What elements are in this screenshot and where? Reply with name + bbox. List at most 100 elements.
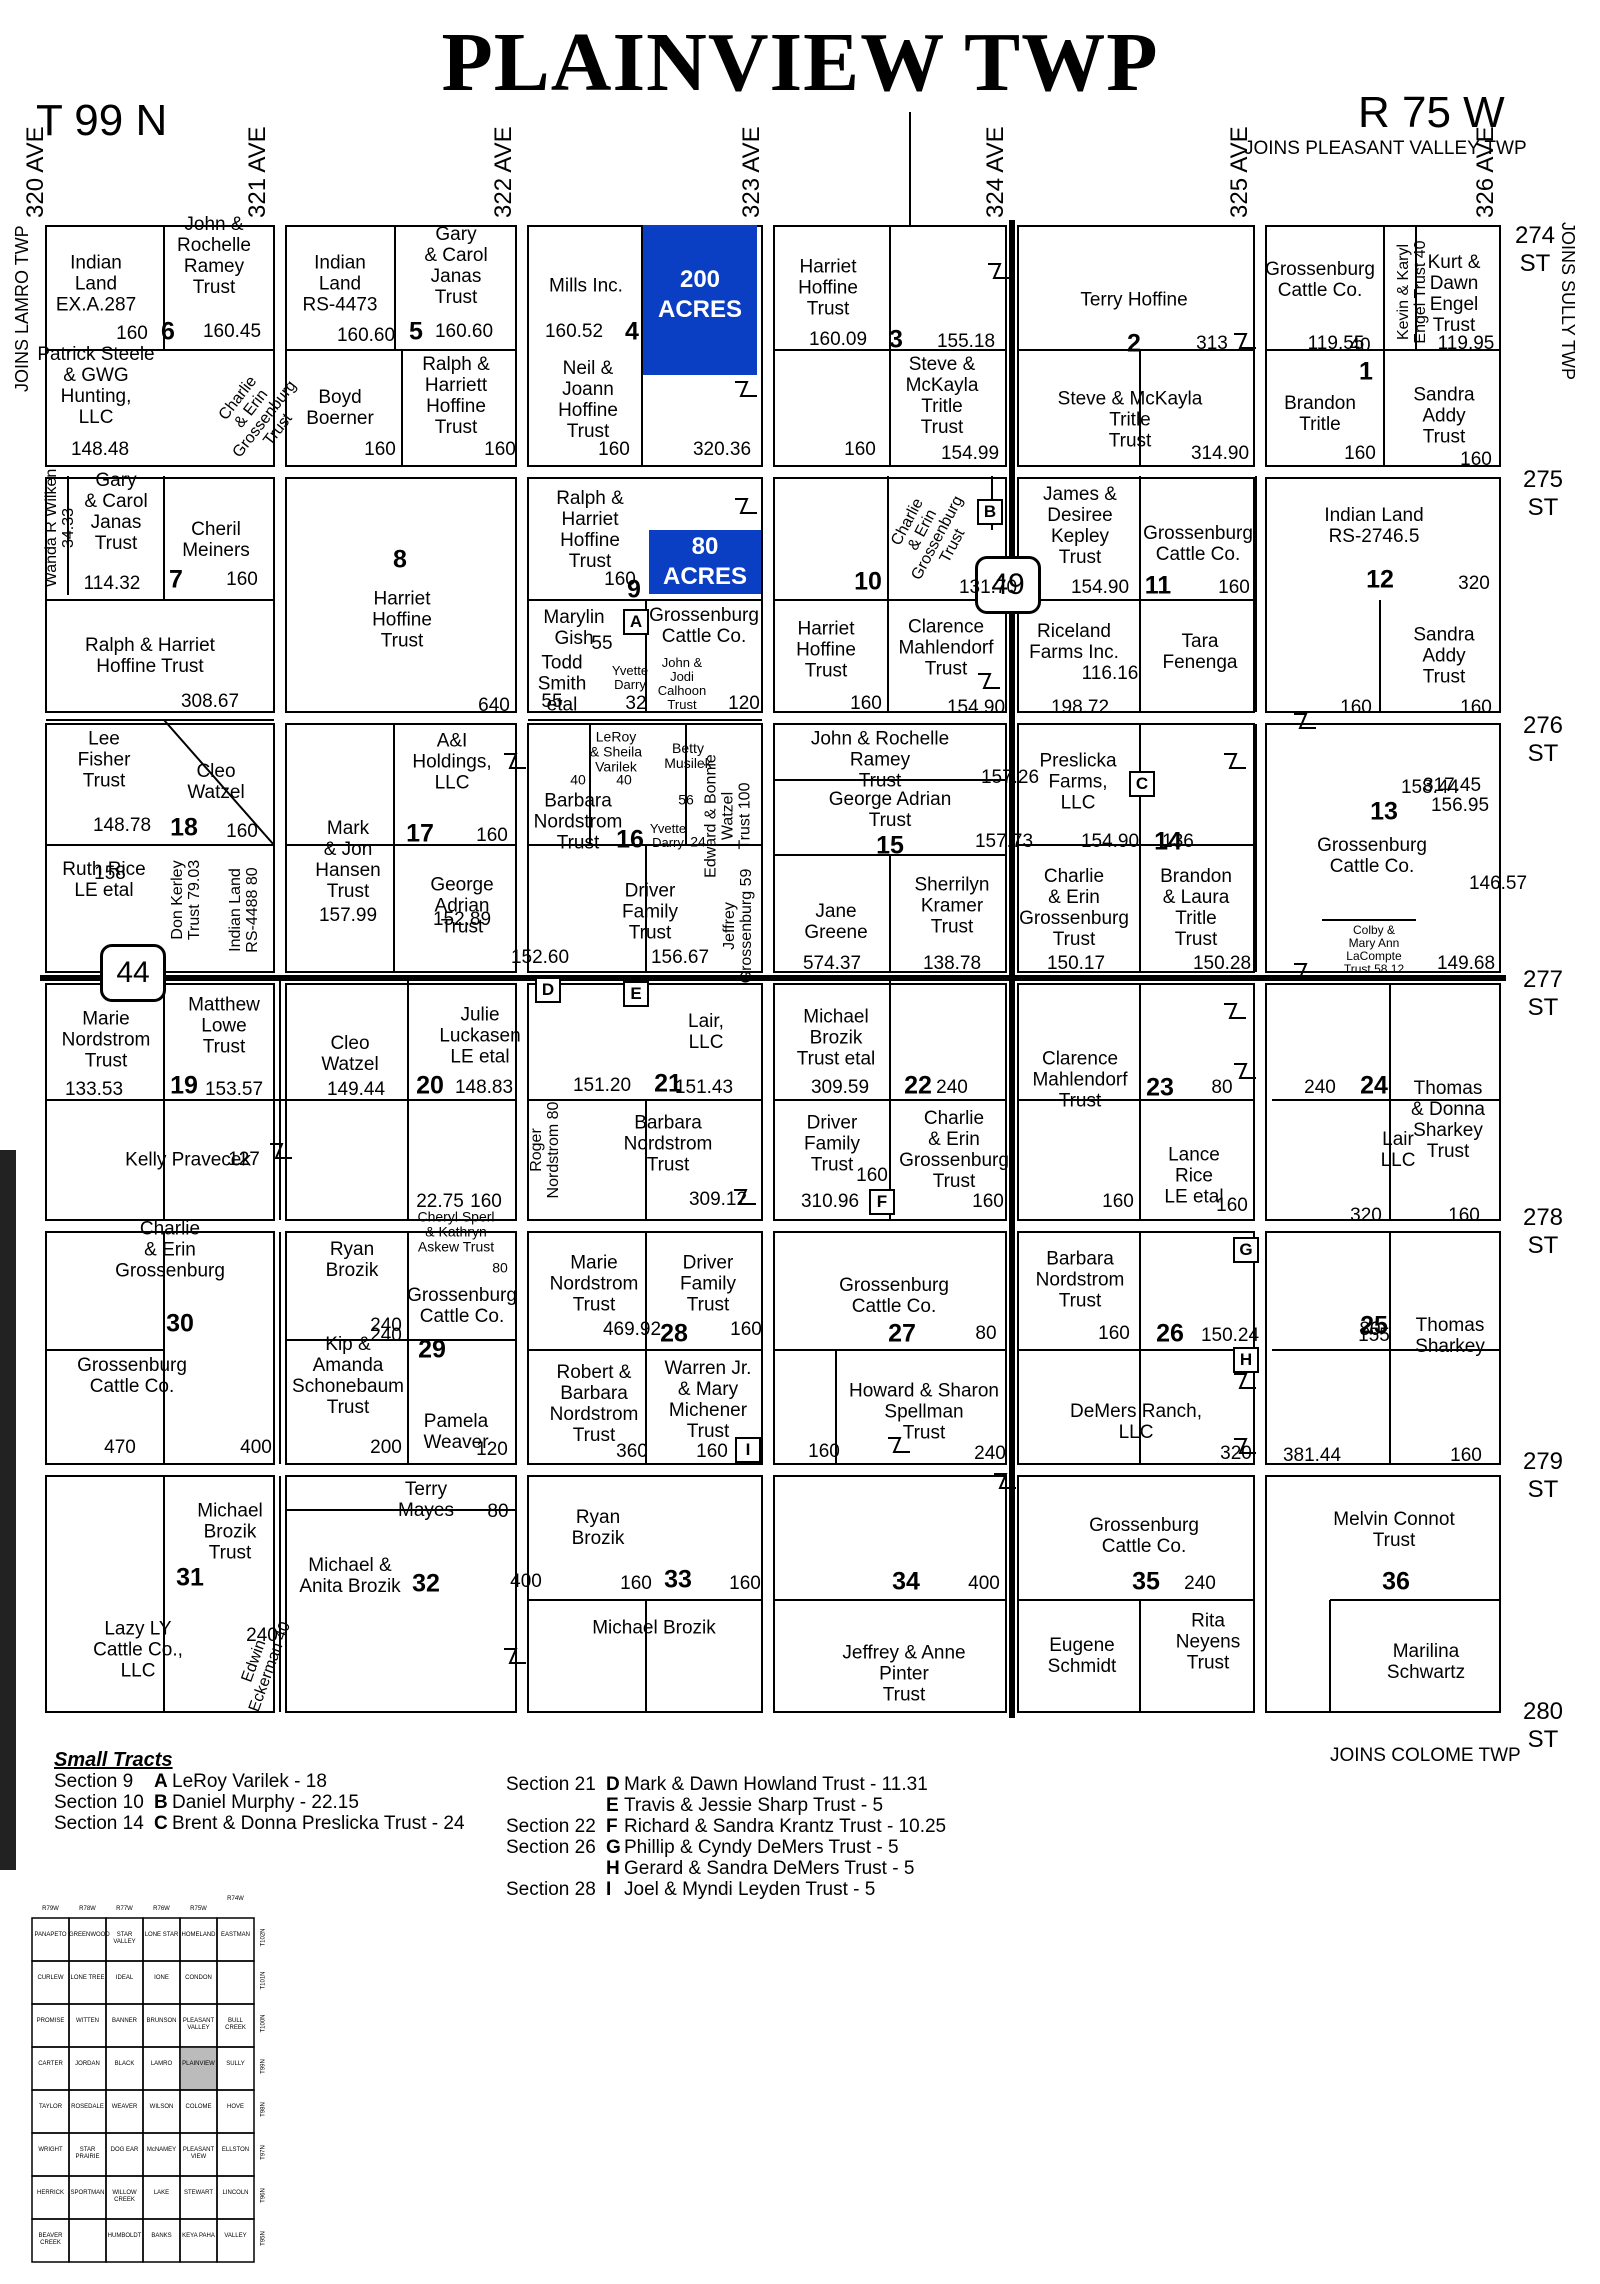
section-number: 15 [876,831,904,860]
acreage: 160 [808,1441,840,1462]
inset-township-name: HERRICK [36,2190,64,2196]
acreage: 160 [1102,1191,1134,1212]
acreage: 22.75 [416,1191,464,1212]
inset-township-name: HOVE [226,2104,244,2110]
acreage: 158.44 [1400,777,1460,798]
acreage: 160 [598,439,630,460]
inset-township-name: KEYA PAHA [182,2233,215,2239]
inset-range-label: R78W [79,1906,96,1912]
road-break-mark [1294,963,1316,979]
inset-township-name: WEAVER [111,2104,138,2110]
inset-township-name: McNAMEY [146,2147,177,2153]
acreage: 160 [1340,697,1372,718]
acreage: 80 [1211,1077,1233,1098]
acreage: 160.60 [336,325,396,346]
acreage: 32 [625,693,647,714]
inset-township-cell [216,2132,255,2177]
inset-township-name: HUMBOLDT [107,2233,142,2239]
acreage: 148.78 [92,815,152,836]
section-boundary [45,1231,275,1465]
section-boundary [1265,477,1501,713]
inset-township-name: EASTMAN [220,1932,250,1938]
inset-township-cell [216,1917,255,1962]
inset-township-name: SPORTMAN [70,2190,105,2196]
road-break-mark [978,673,1000,689]
road-break-mark [888,1437,910,1453]
inset-township-label: T96N [260,2188,267,2203]
inset-township-name: CARTER [38,2061,63,2067]
acreage: 400 [240,1437,272,1458]
acreage: 158 [94,863,126,884]
inset-township-cell [216,1960,255,2005]
inset-township-cell [31,2046,70,2091]
inset-township-cell [142,2175,181,2220]
section-number: 3 [889,325,903,354]
section-boundary [1017,723,1255,973]
legend-value: Daniel Murphy - 22.15 [172,1792,359,1813]
section-number: 32 [412,1569,440,1598]
inset-township-cell [105,2003,144,2048]
acreage: 160 [1216,1195,1248,1216]
section-number: 5 [409,317,423,346]
section-number: 10 [854,567,882,596]
street-label: 277 ST [1522,966,1564,1021]
road-break-mark [735,498,757,514]
acreage: 469.92 [602,1319,662,1340]
section-number: 7 [169,565,183,594]
inset-township-cell [68,1960,107,2005]
legend-key: D [606,1774,620,1795]
range-label: R 75 W [1358,88,1505,137]
section-boundary [1017,225,1255,467]
acreage: 160 [856,1165,888,1186]
acreage: 157.99 [318,905,378,926]
small-parcel-label: 80 [492,1259,508,1276]
legend-key: A [154,1771,168,1792]
highlight-200-acres[interactable]: 200 ACRES [643,225,757,375]
acreage: 198.72 [1050,697,1110,718]
acreage: 150.24 [1200,1325,1260,1346]
inset-township-cell [31,2003,70,2048]
inset-township-cell [68,2089,107,2134]
acreage: 151.43 [674,1077,734,1098]
acreage: 149.44 [326,1079,386,1100]
acreage: 160 [844,439,876,460]
acreage: 40 [1349,335,1371,356]
inset-township-cell [179,2046,218,2091]
inset-township-name: BRUNSON [146,2018,177,2024]
acreage: 156.67 [650,947,710,968]
acreage: 160 [620,1573,652,1594]
joins-top: JOINS PLEASANT VALLEY TWP [1244,138,1527,159]
tract-letter-box: E [623,981,649,1007]
inset-township-name: BULL CREEK [225,2018,246,2031]
acreage: 160.45 [202,321,262,342]
highlight-80-acres[interactable]: 80 ACRES [649,530,761,594]
acreage: 160 [730,1319,762,1340]
legend-key: H [606,1858,620,1879]
acreage: 154.90 [1080,831,1140,852]
tract-letter-box: F [869,1189,895,1215]
acreage: 309.12 [688,1189,748,1210]
section-boundary [1265,983,1501,1221]
acreage: 149.68 [1436,953,1496,974]
acreage: 154.99 [940,443,1000,464]
legend-key: C [154,1813,168,1834]
section-number: 23 [1146,1073,1174,1102]
section-number: 19 [170,1071,198,1100]
